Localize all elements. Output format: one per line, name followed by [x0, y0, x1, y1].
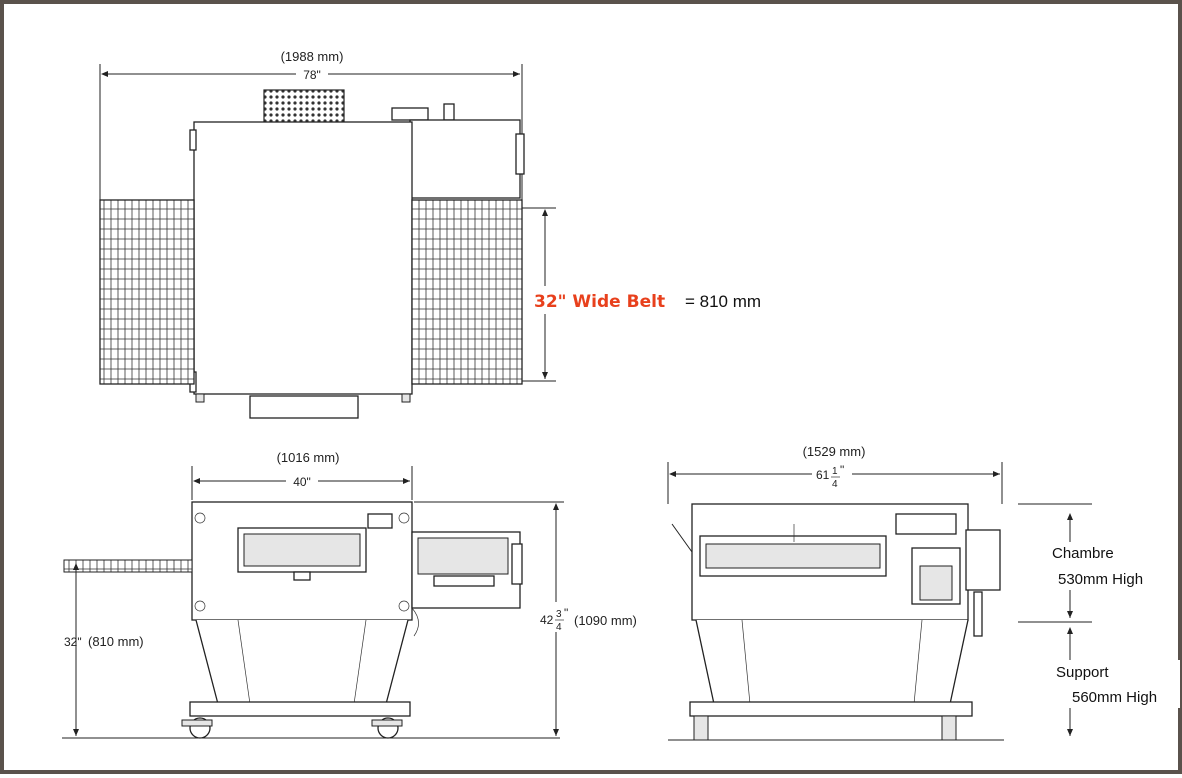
gas-fitting	[443, 103, 455, 121]
overall-width-mm: (1988 mm)	[281, 49, 344, 64]
side-caster-right	[941, 715, 957, 741]
conveyor-left	[99, 199, 195, 385]
front-stand	[195, 619, 409, 705]
overall-width-in: 78"	[303, 68, 321, 82]
oven-body-top	[193, 121, 413, 395]
side-stand	[695, 619, 969, 705]
chamber-height: 530mm High	[1058, 571, 1143, 588]
side-depth-whole: 61	[816, 468, 830, 482]
support-label: Support	[1056, 664, 1109, 681]
total-height-mm: (1090 mm)	[574, 613, 637, 628]
front-view: (1016 mm) 40" 32" (810 mm)	[62, 450, 637, 739]
chamber-label: Chambre	[1052, 545, 1114, 562]
vent-grille	[263, 89, 345, 125]
belt-width-value: = 810 mm	[685, 292, 761, 311]
front-width-in: 40"	[293, 475, 311, 489]
support-height: 560mm High	[1072, 689, 1157, 706]
side-depth-mm: (1529 mm)	[803, 444, 866, 459]
total-height-den: 4	[556, 622, 562, 633]
side-caster-left	[693, 715, 709, 741]
belt-height-in: 32"	[64, 635, 82, 649]
top-view: (1988 mm) 78" 32" Wide Belt = 810 mm	[99, 49, 782, 419]
front-width-mm: (1016 mm)	[277, 450, 340, 465]
control-box-side	[515, 133, 525, 175]
control-knob	[391, 107, 429, 121]
side-depth-den: 4	[832, 479, 838, 490]
base-plate	[249, 395, 359, 419]
technical-drawing: (1988 mm) 78" 32" Wide Belt = 810 mm	[62, 49, 1180, 741]
belt-height-mm: (810 mm)	[88, 634, 144, 649]
side-depth-unit: "	[840, 463, 844, 477]
control-box	[409, 119, 521, 199]
side-view: (1529 mm) 61 1 4 " Chambre 530mm High	[667, 444, 1180, 741]
total-height-whole: 42	[540, 613, 554, 627]
total-height-unit: "	[564, 606, 568, 620]
belt-width-label: 32" Wide Belt	[534, 292, 665, 312]
front-conveyor-left	[63, 559, 193, 573]
conveyor-right	[411, 199, 523, 385]
gas-pipe	[973, 591, 983, 637]
total-height-num: 3	[556, 609, 562, 620]
side-depth-num: 1	[832, 466, 838, 477]
